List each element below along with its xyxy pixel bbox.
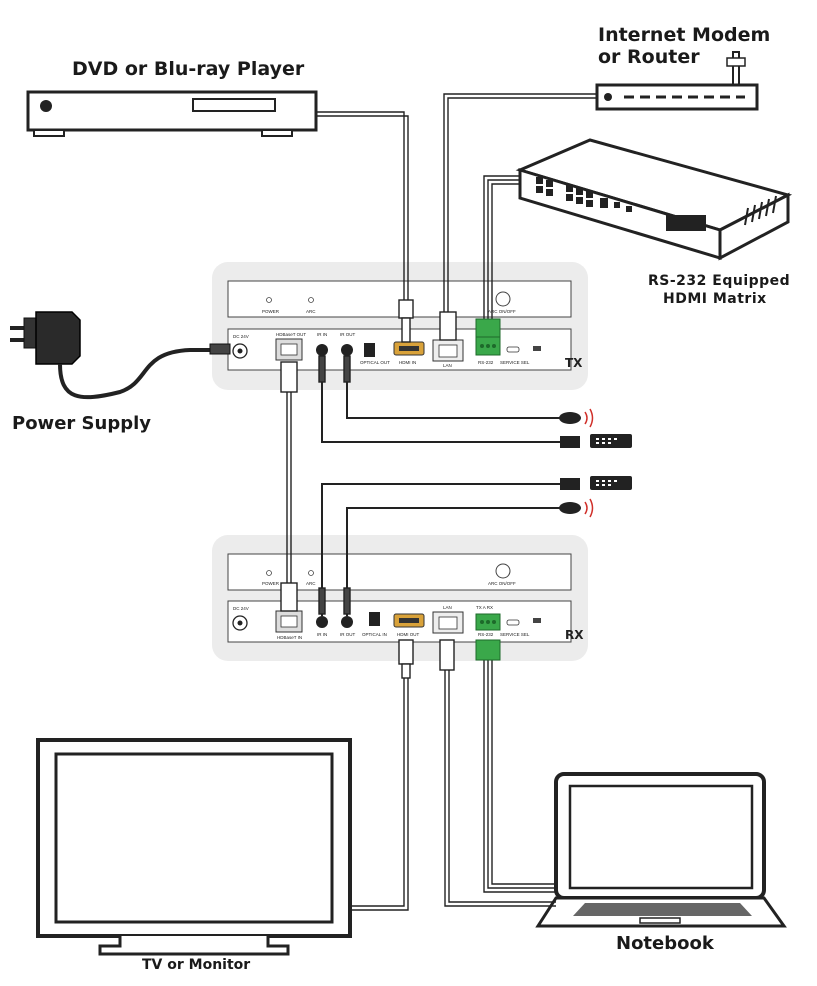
tx-unit: POWER ARC ARC ON/OFF DC 24V HDBaseT OUT … — [212, 262, 588, 390]
rx-lan-label: LAN — [443, 605, 452, 610]
rx-ir-out-jack[interactable] — [341, 616, 353, 628]
modem-label-line1: Internet Modem — [598, 24, 771, 46]
tv-label: TV or Monitor — [142, 957, 251, 973]
rx-arc-button[interactable] — [495, 563, 511, 579]
tx-rs232-plug — [475, 318, 501, 338]
tx-power-label: POWER — [262, 309, 280, 314]
rx-ir-in-jack[interactable] — [316, 616, 328, 628]
rx-dc-label: DC 24V — [233, 606, 249, 611]
rx-arc-led — [308, 570, 314, 576]
dvd-label: DVD or Blu-ray Player — [72, 58, 305, 80]
power-supply-label: Power Supply — [12, 413, 151, 434]
rx-power-led — [266, 570, 272, 576]
rx-power-label: POWER — [262, 581, 280, 586]
tx-arc-onoff-label: ARC ON/OFF — [488, 309, 516, 314]
tx-ir-in-label: IR IN — [317, 332, 327, 337]
rx-arc-label: ARC — [306, 581, 316, 586]
tx-arc-led — [308, 297, 314, 303]
tx-ir-in-jack[interactable] — [316, 344, 328, 356]
remote-control-icon — [560, 476, 632, 490]
tv-monitor-icon — [36, 738, 352, 956]
power-adapter-icon — [10, 311, 231, 400]
tx-dc-label: DC 24V — [233, 334, 249, 339]
tx-switch[interactable] — [533, 346, 541, 351]
matrix-label-line2: HDMI Matrix — [663, 291, 767, 307]
tx-arc-button[interactable] — [495, 291, 511, 307]
notebook-icon — [535, 772, 787, 928]
rx-hdmi-label: HDMI OUT — [397, 632, 419, 637]
tx-optical-port[interactable] — [364, 343, 375, 357]
rx-arc-onoff-label: ARC ON/OFF — [488, 581, 516, 586]
matrix-label-line1: RS-232 Equipped — [648, 273, 791, 289]
router-antenna-icon — [595, 51, 759, 111]
notebook-label: Notebook — [616, 933, 714, 954]
rx-ir-out-label: IR OUT — [340, 632, 356, 637]
tx-power-led — [266, 297, 272, 303]
tx-arc-label: ARC — [306, 309, 316, 314]
tx-rs232-label: RS-232 — [478, 360, 494, 365]
modem-label-line2: or Router — [598, 46, 700, 68]
rx-hdbaset-label: HDBaseT IN — [277, 635, 302, 640]
ir-emitter-icon — [559, 408, 594, 428]
tx-hdmi-label: HDMI IN — [399, 360, 416, 365]
rx-service-port[interactable] — [506, 619, 520, 626]
tx-ir-out-jack[interactable] — [341, 344, 353, 356]
tx-ir-out-label: IR OUT — [340, 332, 356, 337]
tx-service-port[interactable] — [506, 346, 520, 353]
rx-tag: RX — [565, 628, 584, 642]
hdmi-matrix-icon — [515, 138, 793, 261]
rx-txarx-label: TX A RX — [476, 605, 493, 610]
rx-optical-label: OPTICAL IN — [362, 632, 387, 637]
rx-rs232-label: RS-232 — [478, 632, 494, 637]
dvd-player-icon — [26, 90, 318, 137]
rx-rs232-plug — [475, 639, 501, 661]
tx-hdbaset-label: HDBaseT OUT — [276, 332, 306, 337]
rx-optical-port[interactable] — [369, 612, 380, 626]
tx-optical-label: OPTICAL OUT — [360, 360, 390, 365]
tx-service-label: SERVICE SEL — [500, 360, 530, 365]
cables — [280, 93, 597, 911]
rx-switch[interactable] — [533, 618, 541, 623]
rx-service-label: SERVICE SEL — [500, 632, 530, 637]
tx-lan-label: LAN — [443, 363, 452, 368]
rx-unit: POWER ARC ARC ON/OFF DC 24V HDBaseT IN I… — [212, 535, 588, 661]
rx-ir-in-label: IR IN — [317, 632, 327, 637]
tx-tag: TX — [565, 356, 583, 370]
ir-receiver-icon — [560, 434, 632, 448]
ir-emitter-rx-icon — [559, 498, 594, 518]
